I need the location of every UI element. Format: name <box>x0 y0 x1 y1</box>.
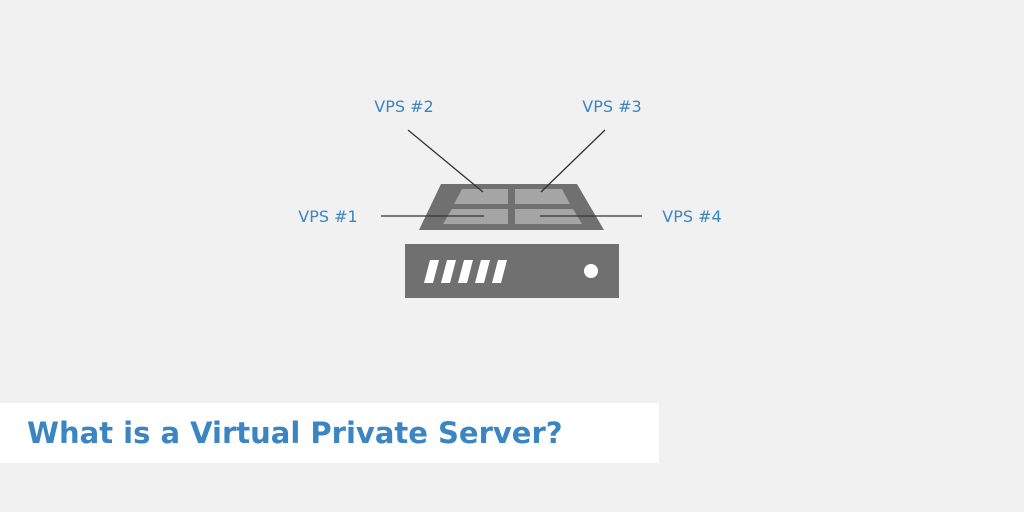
power-indicator <box>584 264 598 278</box>
vps2-label: VPS #2 <box>374 97 433 116</box>
vps-partition-3 <box>515 189 570 204</box>
pointer-line-vps2 <box>407 129 484 193</box>
drive-slots <box>424 260 507 283</box>
title-banner: What is a Virtual Private Server? <box>0 403 659 463</box>
vps1-label: VPS #1 <box>298 207 357 226</box>
vps4-label: VPS #4 <box>662 207 721 226</box>
vps-partition-2 <box>454 189 508 204</box>
vps3-label: VPS #3 <box>582 97 641 116</box>
page-title: What is a Virtual Private Server? <box>27 416 563 450</box>
pointer-line-vps3 <box>540 129 606 193</box>
server-front-panel <box>405 244 619 298</box>
